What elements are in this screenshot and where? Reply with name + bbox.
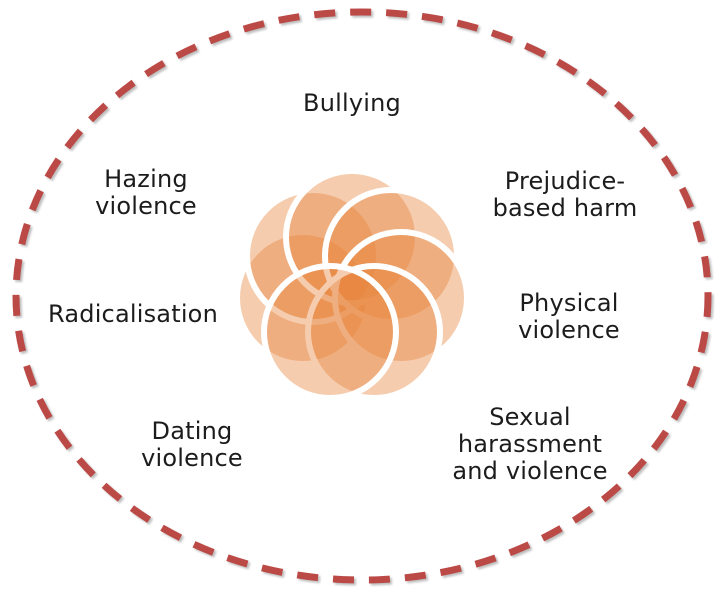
label-physical-violence: Physical violence: [518, 289, 620, 344]
label-prejudice-based-harm: Prejudice- based harm: [492, 167, 638, 222]
label-dating-violence: Dating violence: [141, 417, 243, 472]
label-radicalisation: Radicalisation: [48, 300, 218, 328]
label-sexual-harassment-and-violence: Sexual harassment and violence: [452, 403, 608, 485]
outer-dashed-ellipse: [12, 8, 712, 584]
label-bullying: Bullying: [303, 89, 401, 117]
label-hazing-violence: Hazing violence: [95, 165, 197, 220]
petal-bottom-right: [305, 263, 443, 401]
rosette-flower: [234, 168, 470, 401]
petal-bottom: [261, 263, 399, 401]
